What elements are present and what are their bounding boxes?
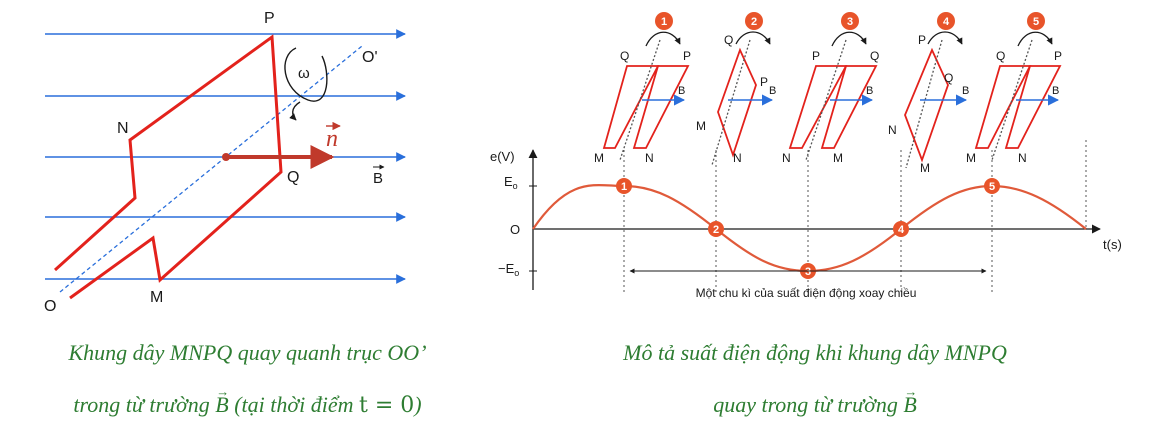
svg-text:M: M (696, 119, 706, 133)
svg-text:3: 3 (805, 266, 811, 278)
x-axis-label: t(s) (1103, 237, 1122, 252)
tick-origin: O (510, 222, 520, 237)
tick-minus-E0: −Eo (498, 261, 519, 278)
label-N: N (117, 120, 129, 137)
y-axis-label: e(V) (490, 149, 515, 164)
svg-text:5: 5 (1033, 16, 1039, 28)
svg-text:B: B (962, 85, 969, 97)
svg-text:M: M (594, 151, 604, 165)
svg-text:P: P (683, 49, 691, 63)
phase-guides (623, 140, 1087, 292)
svg-text:Q: Q (870, 49, 879, 63)
svg-text:4: 4 (898, 224, 905, 236)
svg-text:N: N (1018, 151, 1027, 165)
label-omega: ω (298, 65, 310, 82)
right-caption-line2: quay trong từ trường →B (713, 384, 918, 417)
coil-frame-4: 4 P Q N M B (888, 12, 969, 175)
coil-frame-2: 2 Q P M N B (696, 12, 776, 166)
label-Q: Q (287, 169, 299, 186)
label-B-vector: B (373, 170, 383, 187)
svg-text:B: B (866, 85, 873, 97)
svg-text:N: N (888, 123, 897, 137)
right-caption-line1: Mô tả suất điện động khi khung dây MNPQ (623, 340, 1007, 365)
svg-text:N: N (645, 151, 654, 165)
svg-text:2: 2 (751, 16, 757, 28)
svg-text:4: 4 (943, 16, 950, 28)
svg-text:Q: Q (724, 33, 733, 47)
right-figure: e(V) t(s) Eo O −Eo 1 2 3 4 5 Một chu kì (490, 12, 1122, 300)
svg-text:Q: Q (620, 49, 629, 63)
svg-text:Q: Q (944, 71, 953, 85)
svg-text:B: B (1052, 85, 1059, 97)
svg-text:P: P (918, 33, 926, 47)
label-P: P (264, 10, 275, 27)
svg-text:P: P (1054, 49, 1062, 63)
left-caption-line1: Khung dây MNPQ quay quanh trục OO’ (68, 340, 427, 365)
coil-frame-3: 3 P Q N M B (782, 12, 879, 165)
svg-text:N: N (733, 151, 742, 165)
svg-text:1: 1 (661, 16, 667, 28)
label-M: M (150, 289, 163, 306)
coil-frame-1: 1 Q P M N B (594, 12, 691, 165)
svg-text:N: N (782, 151, 791, 165)
svg-text:2: 2 (713, 224, 719, 236)
tick-E0: Eo (504, 174, 518, 191)
rotation-arrow (284, 47, 328, 102)
svg-text:P: P (760, 75, 768, 89)
svg-text:M: M (966, 151, 976, 165)
rotation-axis (59, 45, 363, 293)
coil-frame (53, 34, 283, 300)
label-O-prime: O' (362, 49, 378, 66)
curve-markers: 1 2 3 4 5 (616, 178, 1000, 279)
svg-text:M: M (833, 151, 843, 165)
left-caption-line2: trong từ trường →B (tại thời điểm t = 0) (73, 384, 422, 418)
svg-text:P: P (812, 49, 820, 63)
coil-frame-5: 5 Q P M N B (966, 12, 1062, 165)
svg-text:1: 1 (621, 181, 627, 193)
svg-text:M: M (920, 161, 930, 175)
emf-curve (532, 184, 1087, 273)
svg-text:B: B (769, 85, 776, 97)
label-n-vector: n (326, 126, 338, 152)
rotation-arrow-tail (289, 101, 301, 121)
period-label: Một chu kì của suất điện động xoay chiều (696, 286, 917, 300)
svg-text:5: 5 (989, 181, 995, 193)
svg-text:3: 3 (847, 16, 853, 28)
svg-text:B: B (678, 85, 685, 97)
left-figure: P N Q M O O' ω n B (44, 10, 406, 315)
label-O: O (44, 298, 56, 315)
svg-text:Q: Q (996, 49, 1005, 63)
